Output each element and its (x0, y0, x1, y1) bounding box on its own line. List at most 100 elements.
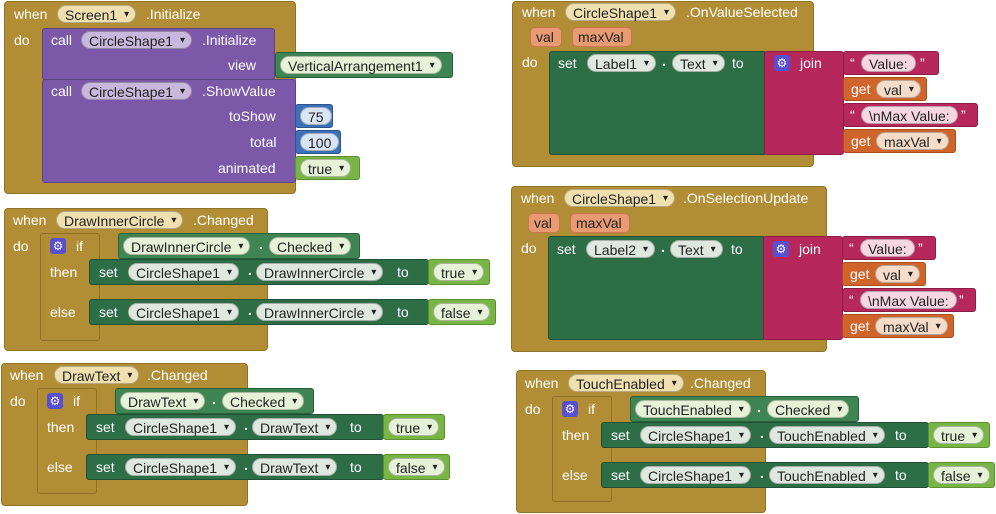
call-label: call (51, 83, 73, 99)
component-dropdown[interactable]: VerticalArrangement1 (280, 56, 442, 75)
component-dropdown[interactable]: CircleShape1 (128, 303, 240, 322)
component-dropdown[interactable]: CircleShape1 (81, 82, 193, 101)
event-name: .Changed (147, 367, 208, 383)
gear-icon[interactable]: ⚙ (774, 55, 790, 71)
dot-separator: . (244, 417, 248, 433)
component-dropdown[interactable]: Label1 (587, 54, 657, 73)
param-val-label: val (536, 29, 554, 45)
to-label: to (731, 241, 743, 257)
if-label: if (588, 401, 595, 417)
variable-dropdown[interactable]: maxVal (875, 317, 948, 336)
quote-open: “ (850, 107, 855, 123)
component-dropdown[interactable]: Screen1 (57, 5, 137, 24)
property-dropdown[interactable]: DrawInnerCircle (256, 303, 384, 322)
if-label: if (73, 393, 80, 409)
boolean-dropdown[interactable]: true (433, 263, 485, 282)
variable-dropdown[interactable]: val (876, 80, 921, 99)
component-dropdown[interactable]: DrawText (54, 366, 140, 385)
boolean-dropdown[interactable]: true (933, 426, 985, 445)
property-dropdown[interactable]: Text (670, 240, 723, 259)
then-label: then (47, 419, 75, 435)
dot-separator: . (248, 262, 252, 278)
set-label: set (611, 467, 630, 483)
component-dropdown[interactable]: CircleShape1 (125, 418, 237, 437)
animated-param-label: animated (218, 160, 276, 176)
boolean-dropdown[interactable]: false (388, 458, 445, 477)
set-label: set (99, 304, 118, 320)
event-name: .Changed (193, 212, 254, 228)
property-dropdown[interactable]: TouchEnabled (769, 466, 885, 485)
variable-dropdown[interactable]: maxVal (876, 132, 949, 151)
total-param-label: total (250, 134, 277, 150)
set-label-text-block[interactable] (549, 51, 767, 155)
set-label: set (99, 264, 118, 280)
quote-open: “ (849, 240, 854, 256)
gear-icon[interactable]: ⚙ (562, 401, 578, 417)
quote-close: ” (959, 292, 964, 308)
when-label: when (521, 190, 555, 206)
join-label: join (799, 241, 821, 257)
gear-icon[interactable]: ⚙ (773, 241, 789, 257)
gear-icon[interactable]: ⚙ (50, 238, 66, 254)
boolean-dropdown[interactable]: true (300, 159, 352, 178)
string-value[interactable]: Value: (861, 54, 916, 72)
component-dropdown[interactable]: CircleShape1 (640, 466, 752, 485)
component-dropdown[interactable]: CircleShape1 (81, 31, 193, 50)
set-label-text-block[interactable] (548, 236, 766, 340)
variable-dropdown[interactable]: val (875, 265, 920, 284)
component-dropdown[interactable]: CircleShape1 (565, 3, 677, 22)
string-value[interactable]: Value: (860, 239, 915, 257)
event-name: .Initialize (146, 6, 201, 22)
property-dropdown[interactable]: TouchEnabled (769, 426, 885, 445)
quote-open: “ (850, 55, 855, 71)
else-label: else (562, 467, 588, 483)
quote-close: ” (961, 107, 966, 123)
to-label: to (895, 427, 907, 443)
component-dropdown[interactable]: TouchEnabled (568, 374, 684, 393)
property-dropdown[interactable]: DrawText (252, 418, 338, 437)
dot-separator: . (661, 239, 665, 255)
param-maxval[interactable] (572, 27, 632, 47)
gear-icon[interactable]: ⚙ (47, 393, 63, 409)
component-dropdown[interactable]: CircleShape1 (564, 189, 676, 208)
do-label: do (522, 54, 538, 70)
component-dropdown[interactable]: CircleShape1 (128, 263, 240, 282)
property-dropdown[interactable]: DrawText (252, 458, 338, 477)
number-value[interactable]: 75 (300, 107, 332, 125)
toshow-param-label: toShow (229, 108, 276, 124)
else-label: else (50, 304, 76, 320)
component-dropdown[interactable]: DrawText (120, 392, 206, 411)
dot-separator: . (760, 465, 764, 481)
property-dropdown[interactable]: Checked (269, 237, 352, 256)
when-label: when (13, 212, 47, 228)
param-maxval[interactable] (570, 213, 630, 233)
boolean-dropdown[interactable]: true (388, 418, 440, 437)
method-name: .ShowValue (202, 83, 276, 99)
view-param-label: view (228, 57, 257, 73)
param-val[interactable] (528, 213, 560, 233)
component-dropdown[interactable]: TouchEnabled (635, 400, 751, 419)
component-dropdown[interactable]: CircleShape1 (125, 458, 237, 477)
property-dropdown[interactable]: DrawInnerCircle (256, 263, 384, 282)
param-val-label: val (534, 215, 552, 231)
boolean-dropdown[interactable]: false (933, 466, 990, 485)
string-value[interactable]: \nMax Value: (860, 291, 957, 309)
get-label: get (851, 133, 871, 149)
component-dropdown[interactable]: Label2 (586, 240, 656, 259)
boolean-dropdown[interactable]: false (433, 303, 490, 322)
param-maxval-label: maxVal (576, 215, 622, 231)
component-dropdown[interactable]: DrawInnerCircle (56, 211, 184, 230)
component-dropdown[interactable]: CircleShape1 (640, 426, 752, 445)
get-label: get (851, 81, 871, 97)
property-dropdown[interactable]: Checked (767, 400, 850, 419)
number-value[interactable]: 100 (300, 133, 340, 151)
to-label: to (350, 419, 362, 435)
param-val[interactable] (530, 27, 562, 47)
string-value[interactable]: \nMax Value: (861, 106, 958, 124)
property-dropdown[interactable]: Text (672, 54, 725, 73)
property-dropdown[interactable]: Checked (222, 392, 305, 411)
get-label: get (850, 266, 870, 282)
component-dropdown[interactable]: DrawInnerCircle (123, 237, 251, 256)
do-label: do (14, 32, 30, 48)
get-label: get (850, 318, 870, 334)
